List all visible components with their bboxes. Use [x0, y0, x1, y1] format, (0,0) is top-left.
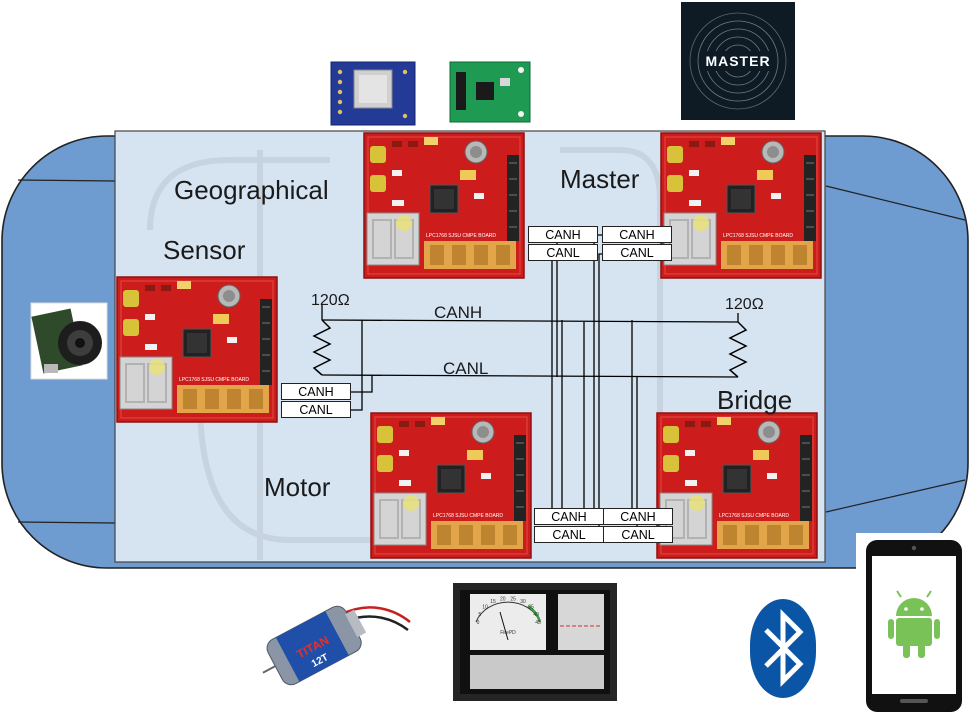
master-canl-box: CANL: [602, 244, 672, 261]
sensor-canl-box: CANL: [281, 401, 351, 418]
sensor-board: [116, 276, 278, 423]
car-line: [17, 179, 116, 182]
dc-motor-icon: TITAN 12T: [262, 605, 411, 686]
gauge-tick-label: 10: [482, 605, 488, 611]
gauge-tick-label: 5: [478, 612, 481, 618]
gauge-label: FirePD: [500, 630, 516, 636]
motor-canl-box: CANL: [534, 526, 604, 543]
master-label: Master: [560, 164, 640, 194]
geographical-canl-box: CANL: [528, 244, 598, 261]
geographical-board: [363, 132, 525, 279]
gauge-tick-label: 0: [477, 620, 480, 626]
car-line: [825, 185, 966, 221]
master-logo-text: MASTER: [705, 53, 770, 69]
gps-module-icon: [330, 61, 416, 126]
sensor-canh-box: CANH: [281, 383, 351, 400]
geographical-canh-box: CANH: [528, 226, 598, 243]
motor-canh-box: CANH: [534, 508, 604, 525]
motor-label: Motor: [264, 472, 331, 502]
geographical-label: Geographical: [174, 175, 329, 205]
master-logo: MASTER: [681, 2, 795, 120]
android-phone-icon: [856, 533, 971, 724]
gauge-tick-label: 15: [490, 599, 496, 605]
gauge-tick-label: 35: [528, 605, 534, 611]
bluetooth-icon: [750, 599, 816, 698]
bridge-board: [656, 412, 818, 559]
ultrasonic-sensor-icon: [30, 302, 108, 380]
gauge-tick-label: 45: [535, 620, 541, 626]
resistor-left: [312, 319, 332, 376]
bridge-label: Bridge: [717, 385, 793, 415]
compass-module-icon: [449, 61, 531, 123]
bridge-canl-box: CANL: [603, 526, 673, 543]
gauge-tick-label: 25: [510, 596, 516, 602]
master-canh-box: CANH: [602, 226, 672, 243]
bridge-canh-box: CANH: [603, 508, 673, 525]
gauge-tick-label: 20: [500, 596, 506, 602]
car-line: [825, 479, 966, 513]
gauge-tick-label: 40: [533, 612, 539, 618]
motor-board: [370, 412, 532, 559]
sensor-label: Sensor: [163, 235, 246, 265]
gauge-tick-label: 30: [520, 599, 526, 605]
resistor-right-label: 120Ω: [725, 296, 764, 313]
bus-canh-label: CANH: [434, 303, 483, 322]
bus-canl-label: CANL: [443, 359, 489, 378]
master-board: [660, 132, 822, 279]
car-line: [17, 521, 116, 524]
resistor-right: [728, 321, 748, 378]
resistor-left-label: 120Ω: [311, 292, 350, 309]
